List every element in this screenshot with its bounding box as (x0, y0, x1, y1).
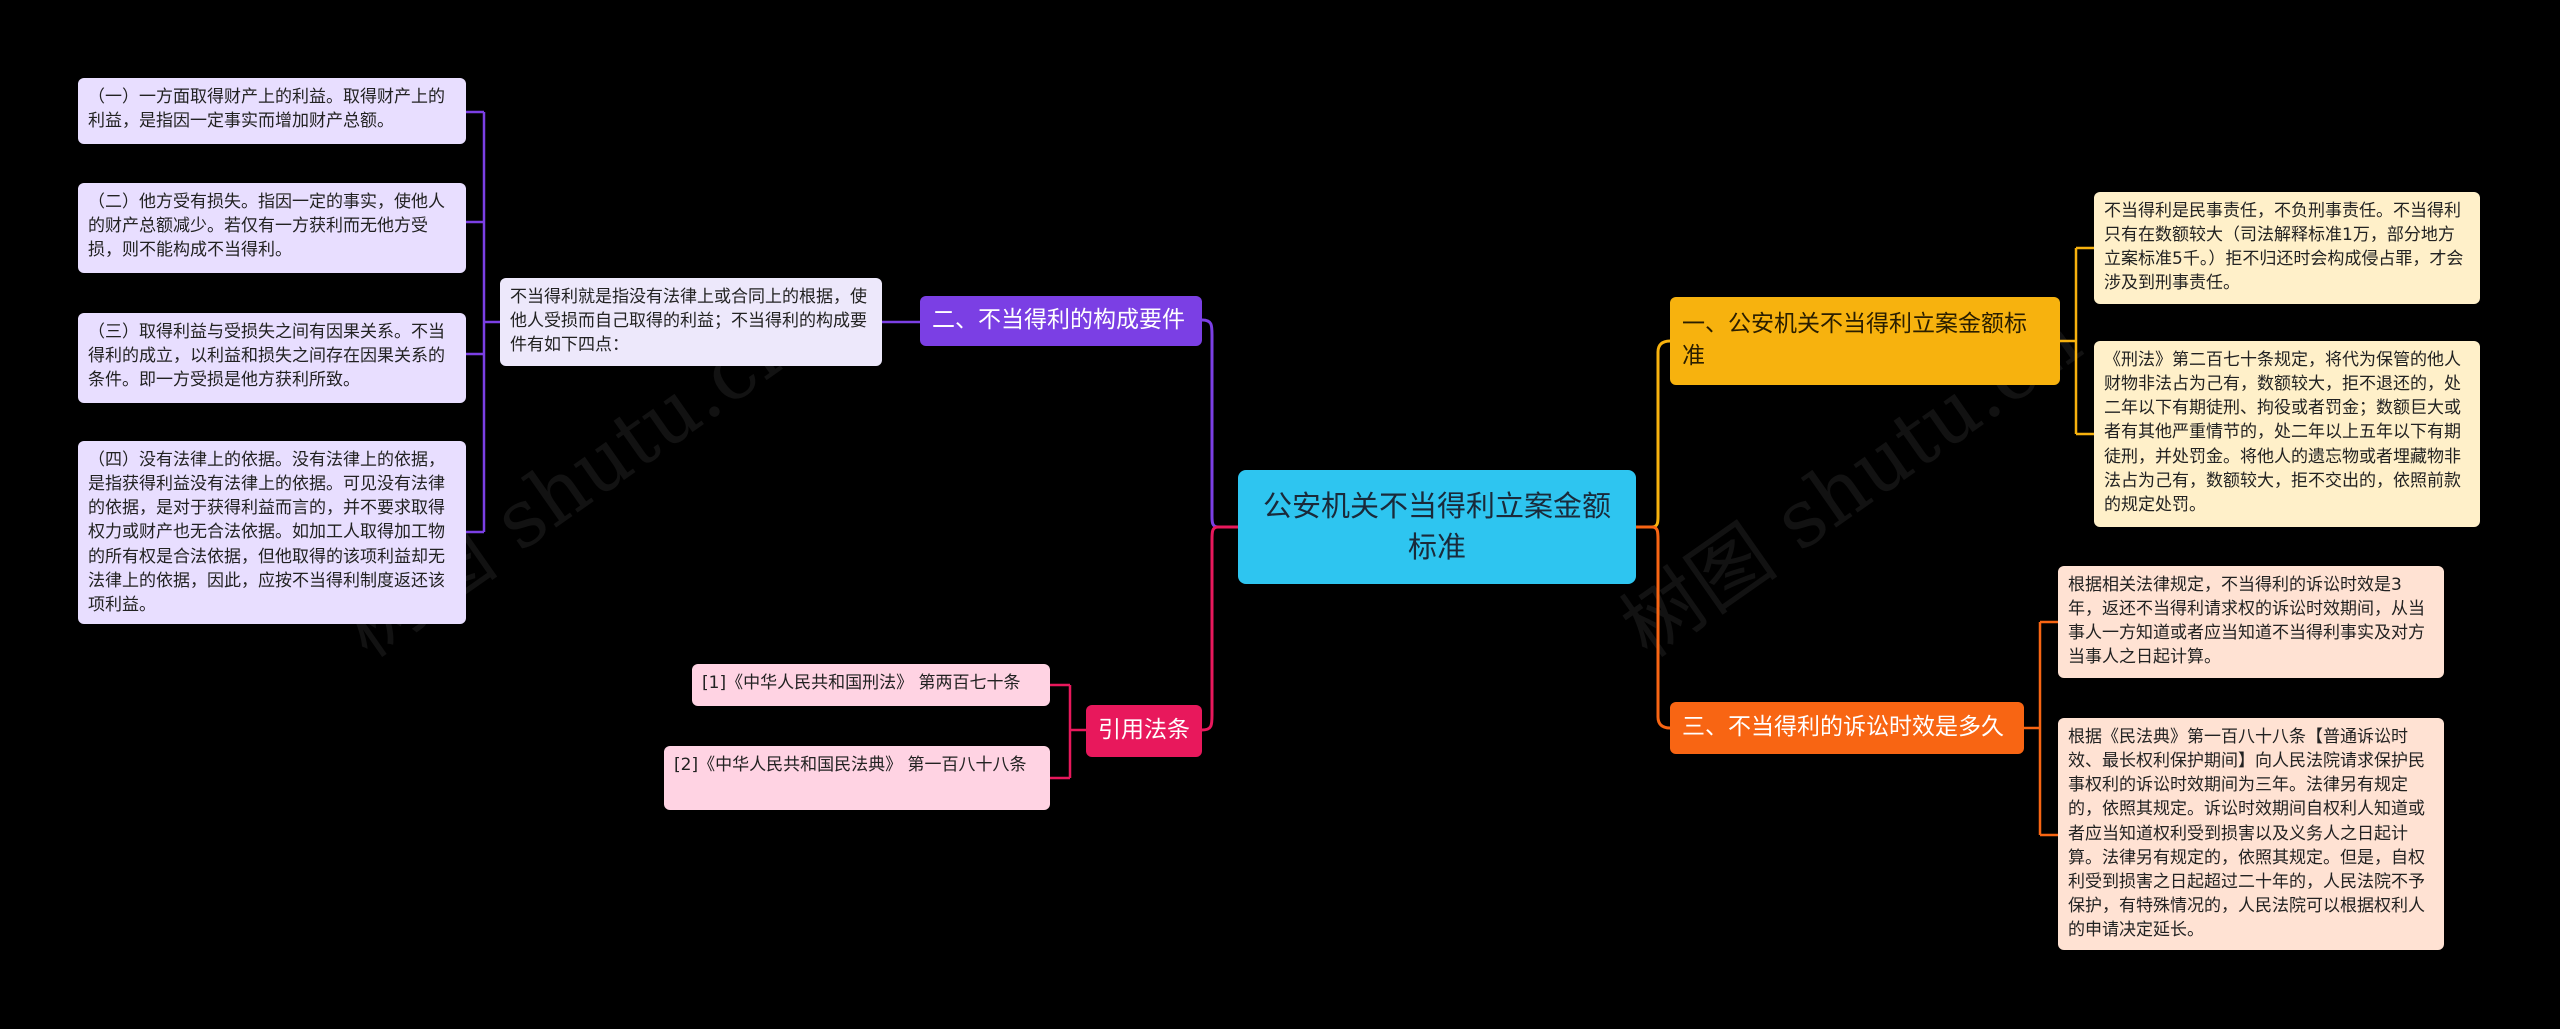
branch-limitation[interactable]: 三、不当得利的诉讼时效是多久 (1670, 702, 2024, 754)
connector-root-limitation (1636, 525, 1671, 730)
standard-item-1[interactable]: 不当得利是民事责任，不负刑事责任。不当得利只有在数额较大（司法解释标准1万，部分… (2094, 192, 2480, 304)
citation-1[interactable]: [1]《中华人民共和国刑法》 第两百七十条 (692, 664, 1050, 706)
connector-summary-items (466, 110, 500, 534)
branch-elements-label: 二、不当得利的构成要件 (932, 307, 1185, 334)
elements-item-3[interactable]: （三）取得利益与受损失之间有因果关系。不当得利的成立，以利益和损失之间存在因果关… (78, 313, 466, 403)
limitation-item-1-text: 根据相关法律规定，不当得利的诉讼时效是3年，返还不当得利请求权的诉讼时效期间，从… (2068, 575, 2425, 668)
elements-item-2[interactable]: （二）他方受有损失。指因一定的事实，使他人的财产总额减少。若仅有一方获利而无他方… (78, 183, 466, 273)
connector-limitation-items (2024, 620, 2058, 837)
branch-standard-label: 一、公安机关不当得利立案金额标准 (1682, 311, 2027, 369)
connector-root-standard (1636, 339, 1671, 529)
connector-standard-items (2060, 246, 2094, 436)
connector-root-elements (1201, 318, 1238, 529)
branch-elements[interactable]: 二、不当得利的构成要件 (920, 296, 1202, 346)
branch-standard[interactable]: 一、公安机关不当得利立案金额标准 (1670, 297, 2060, 385)
limitation-item-1[interactable]: 根据相关法律规定，不当得利的诉讼时效是3年，返还不当得利请求权的诉讼时效期间，从… (2058, 566, 2444, 678)
connector-citations-items (1050, 683, 1086, 780)
branch-citations[interactable]: 引用法条 (1086, 705, 1202, 757)
standard-item-1-text: 不当得利是民事责任，不负刑事责任。不当得利只有在数额较大（司法解释标准1万，部分… (2104, 201, 2464, 294)
elements-summary[interactable]: 不当得利就是指没有法律上或合同上的根据，使他人受损而自己取得的利益；不当得利的构… (500, 278, 882, 366)
elements-item-1[interactable]: （一）一方面取得财产上的利益。取得财产上的利益，是指因一定事实而增加财产总额。 (78, 78, 466, 144)
elements-item-1-text: （一）一方面取得财产上的利益。取得财产上的利益，是指因一定事实而增加财产总额。 (88, 87, 445, 132)
elements-item-3-text: （三）取得利益与受损失之间有因果关系。不当得利的成立，以利益和损失之间存在因果关… (88, 322, 445, 391)
elements-item-4-text: （四）没有法律上的依据。没有法律上的依据，是指获得利益没有法律上的依据。可见没有… (88, 450, 445, 615)
root-title: 公安机关不当得利立案金额标准 (1262, 489, 1611, 564)
connector-root-citations (1201, 525, 1238, 732)
standard-item-2[interactable]: 《刑法》第二百七十条规定，将代为保管的他人财物非法占为己有，数额较大，拒不退还的… (2094, 341, 2480, 527)
branch-citations-label: 引用法条 (1098, 717, 1190, 744)
limitation-item-2-text: 根据《民法典》第一百八十八条【普通诉讼时效、最长权利保护期间】向人民法院请求保护… (2068, 727, 2425, 940)
elements-item-2-text: （二）他方受有损失。指因一定的事实，使他人的财产总额减少。若仅有一方获利而无他方… (88, 192, 445, 261)
citation-2[interactable]: [2]《中华人民共和国民法典》 第一百八十八条 (664, 746, 1050, 810)
standard-item-2-text: 《刑法》第二百七十条规定，将代为保管的他人财物非法占为己有，数额较大，拒不退还的… (2104, 350, 2461, 515)
citation-1-text: [1]《中华人民共和国刑法》 第两百七十条 (702, 673, 1021, 693)
citation-2-text: [2]《中华人民共和国民法典》 第一百八十八条 (674, 755, 1027, 775)
branch-limitation-label: 三、不当得利的诉讼时效是多久 (1682, 714, 2004, 741)
limitation-item-2[interactable]: 根据《民法典》第一百八十八条【普通诉讼时效、最长权利保护期间】向人民法院请求保护… (2058, 718, 2444, 950)
elements-item-4[interactable]: （四）没有法律上的依据。没有法律上的依据，是指获得利益没有法律上的依据。可见没有… (78, 441, 466, 624)
elements-summary-text: 不当得利就是指没有法律上或合同上的根据，使他人受损而自己取得的利益；不当得利的构… (510, 287, 867, 356)
root-topic[interactable]: 公安机关不当得利立案金额标准 (1238, 470, 1636, 584)
